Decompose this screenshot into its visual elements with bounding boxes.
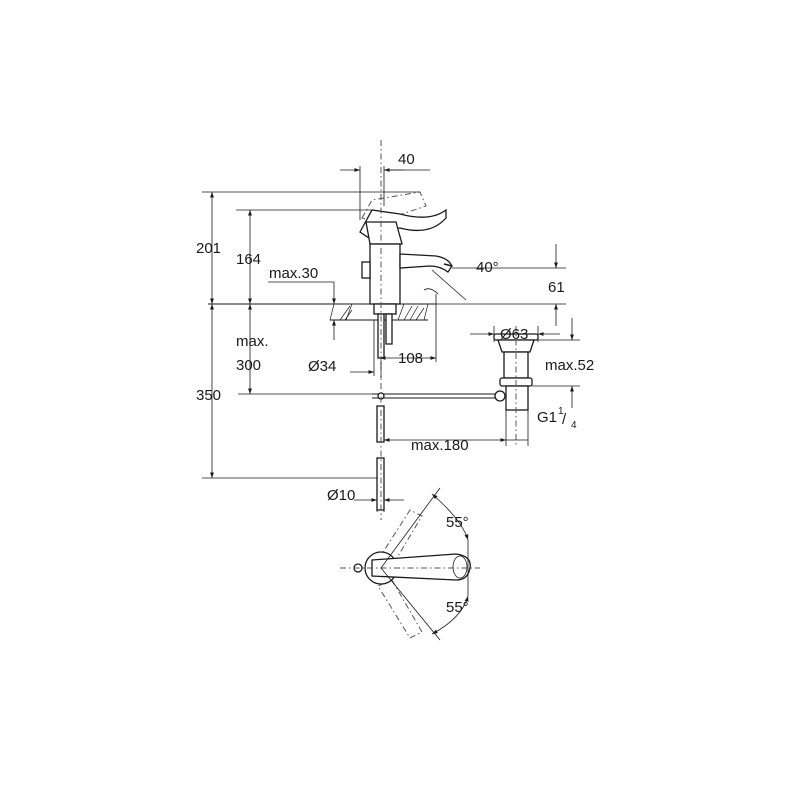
faucet-side-view (359, 191, 467, 305)
dim-300: 300 (236, 357, 261, 374)
dim-phi10: Ø10 (327, 487, 355, 504)
dim-G1-numerator: 1 (558, 406, 564, 417)
dim-61: 61 (548, 279, 565, 296)
dim-max30: max.30 (269, 265, 318, 282)
pop-up-waste (493, 326, 539, 446)
dim-phi34: Ø34 (308, 358, 336, 375)
dim-40: 40 (398, 151, 415, 168)
dim-G1-denominator: 4 (571, 420, 577, 431)
dim-108: 108 (398, 350, 423, 367)
faucet-body (369, 243, 401, 305)
angle-arc-40 (423, 288, 439, 295)
spout-outlet (443, 263, 453, 267)
dim-phi63: Ø63 (500, 326, 528, 343)
dimension-labels: 40 201 164 max.30 40° 61 max. 300 Ø34 10… (196, 151, 594, 616)
basin-deck (208, 303, 436, 321)
lever-rotated-right-ghost (377, 579, 423, 639)
dim-max180: max.180 (411, 437, 469, 454)
lever-top (371, 553, 471, 581)
popup-rod-knob (361, 261, 371, 279)
spray-angle-line (431, 269, 467, 301)
faucet-top-view (340, 487, 480, 641)
supply-connections (372, 140, 500, 520)
dim-G1: G1 (537, 409, 557, 426)
dim-max: max. (236, 333, 269, 350)
dim-350: 350 (196, 387, 221, 404)
dim-G1-slash: / (562, 411, 567, 428)
dim-55deg-top: 55° (446, 514, 469, 531)
faucet-head (365, 221, 403, 245)
dim-max52: max.52 (545, 357, 594, 374)
dimension-lines (202, 166, 580, 512)
lever-tip (452, 555, 468, 579)
dim-55deg-bottom: 55° (446, 599, 469, 616)
dim-164: 164 (236, 251, 261, 268)
dim-201: 201 (196, 240, 221, 257)
faucet-spout (399, 253, 453, 273)
dim-40deg: 40° (476, 259, 499, 276)
